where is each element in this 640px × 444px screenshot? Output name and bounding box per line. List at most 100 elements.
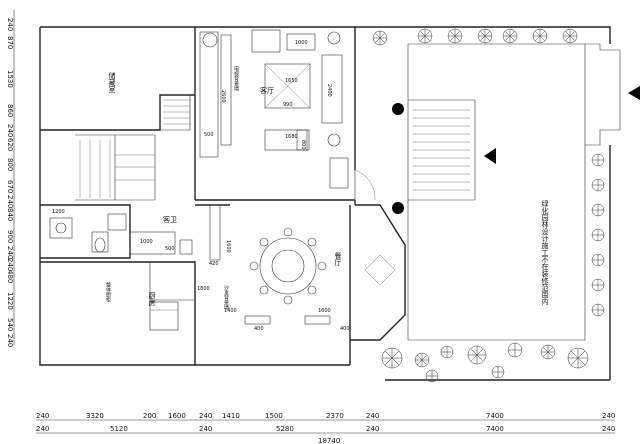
tree-icon <box>372 30 388 46</box>
bottom-dim: 2370 <box>326 412 344 420</box>
bottom-dim: 1600 <box>168 412 186 420</box>
left-dim: 240 <box>6 18 14 31</box>
bottom-dim: 240 <box>199 425 212 433</box>
tree-icon <box>381 347 403 369</box>
left-stairs <box>75 94 191 201</box>
left-dim: 480 <box>6 270 14 283</box>
dim-table-h: 990 <box>283 102 293 108</box>
tree-icon <box>591 253 605 267</box>
left-dimension-chain: 240 870 1530 860 240 620 800 670 240 840… <box>6 10 15 347</box>
dim-sofa-left: 2600 <box>220 90 226 103</box>
bottom-dim: 1500 <box>265 412 283 420</box>
guest-bath-label: 客卫 <box>163 215 177 224</box>
bottom-dim: 1410 <box>222 412 240 420</box>
dim-dining-side: 1600 <box>225 240 231 253</box>
bottom-dimension-chain-2: 240 5120 240 5280 240 7400 240 <box>36 425 615 434</box>
tree-icon <box>567 347 589 369</box>
dim-dining-small-left: 400 <box>254 326 264 332</box>
tree-icon <box>591 178 605 192</box>
bath-dim-vanity: 1200 <box>52 209 65 215</box>
bottom-dim: 7400 <box>486 425 504 433</box>
left-dim: 240 <box>6 124 14 137</box>
tree-icon <box>507 342 523 358</box>
bath-dim-small: 500 <box>165 246 175 252</box>
dim-table-w: 1650 <box>285 78 298 84</box>
bottom-dim: 5120 <box>110 425 128 433</box>
terrace-outline <box>407 43 621 341</box>
bottom-dim: 240 <box>36 425 49 433</box>
left-dim: 240 <box>6 246 14 259</box>
bottom-dim: 240 <box>366 425 379 433</box>
dim-dining-wall: 420 <box>209 261 219 267</box>
tree-icon <box>467 345 487 365</box>
bottom-dim: 240 <box>36 412 49 420</box>
entry-arrow-right <box>628 86 640 100</box>
dim-dining-bottom-right: 1600 <box>318 308 331 314</box>
tree-icon <box>440 345 454 359</box>
tree-icon <box>414 352 430 368</box>
tree-icon <box>591 153 605 167</box>
bath-dim-tub: 1000 <box>140 239 153 245</box>
dim-tv-cabinet: 2400 <box>326 84 332 97</box>
left-dim: 1220 <box>6 292 14 310</box>
dim-side-table: 500 <box>204 132 214 138</box>
dim-bottom-side: 800 <box>300 140 306 150</box>
guest-bath: 1200 客卫 1000 500 <box>40 204 193 259</box>
tree-icon <box>502 28 518 44</box>
left-dim: 240 <box>6 334 14 347</box>
left-dim: 860 <box>6 104 14 117</box>
bottom-dim: 7400 <box>486 412 504 420</box>
kitchen-cabinet-note: 整体厨柜 <box>105 281 111 303</box>
dining-room: 餐厅 1600 420 1400 1600 400 400 沙发背景墙 <box>195 204 406 341</box>
left-dim: 840 <box>6 208 14 221</box>
bottom-dim: 3320 <box>86 412 104 420</box>
tree-icon <box>591 203 605 217</box>
left-dim: 870 <box>6 36 14 49</box>
left-dim: 240 <box>6 195 14 208</box>
bottom-dim: 5280 <box>276 425 294 433</box>
dim-bottom-table: 1680 <box>285 134 298 140</box>
tree-icon <box>491 365 505 379</box>
bottom-dim: 240 <box>602 412 615 420</box>
landscape-note: 绿化园林设计施工不在装修范围内 <box>541 199 549 306</box>
tree-icon <box>425 369 439 383</box>
left-dim: 240 <box>6 258 14 271</box>
bottom-dim: 240 <box>199 412 212 420</box>
left-dim: 540 <box>6 318 14 331</box>
dim-dining-small-right: 400 <box>340 326 350 332</box>
left-dim: 900 <box>6 230 14 243</box>
bottom-dim: 240 <box>366 412 379 420</box>
storage-room: 储藏室 <box>40 71 195 131</box>
dim-dining-bottom-left: 1400 <box>224 308 237 314</box>
tree-icon <box>417 28 433 44</box>
tv-wall-note: 电视背景墙 <box>233 65 239 92</box>
left-dim: 620 <box>6 138 14 151</box>
living-room: 客厅 1000 1650 990 2600 2400 1680 500 800 … <box>195 29 355 201</box>
bottom-total-dim: 18740 <box>318 437 340 444</box>
tree-icon <box>591 228 605 242</box>
left-dim: 1530 <box>6 70 14 88</box>
storage-label: 储藏室 <box>108 71 116 93</box>
doors <box>354 169 376 201</box>
dim-top-table: 1000 <box>295 40 308 46</box>
sofa-wall-note: 沙发背景墙 <box>223 285 229 311</box>
tree-icon <box>591 278 605 292</box>
tree-icon <box>540 344 556 360</box>
column-bottom <box>392 202 404 214</box>
landscape <box>372 28 605 383</box>
kitchen-dim-side: 1800 <box>197 286 210 292</box>
tree-icon <box>477 28 493 44</box>
tree-icon <box>532 28 548 44</box>
left-dim: 670 <box>6 180 14 193</box>
tree-icon <box>591 303 605 317</box>
outer-walls <box>39 26 611 381</box>
bottom-dim: 200 <box>143 412 156 420</box>
bottom-dim: 240 <box>602 425 615 433</box>
tree-icon <box>562 28 578 44</box>
kitchen-label: 厨房 <box>148 292 156 307</box>
living-label: 客厅 <box>260 86 274 95</box>
entry-arrow-center <box>484 148 496 164</box>
left-dim: 800 <box>6 158 14 171</box>
column-top <box>392 103 404 115</box>
